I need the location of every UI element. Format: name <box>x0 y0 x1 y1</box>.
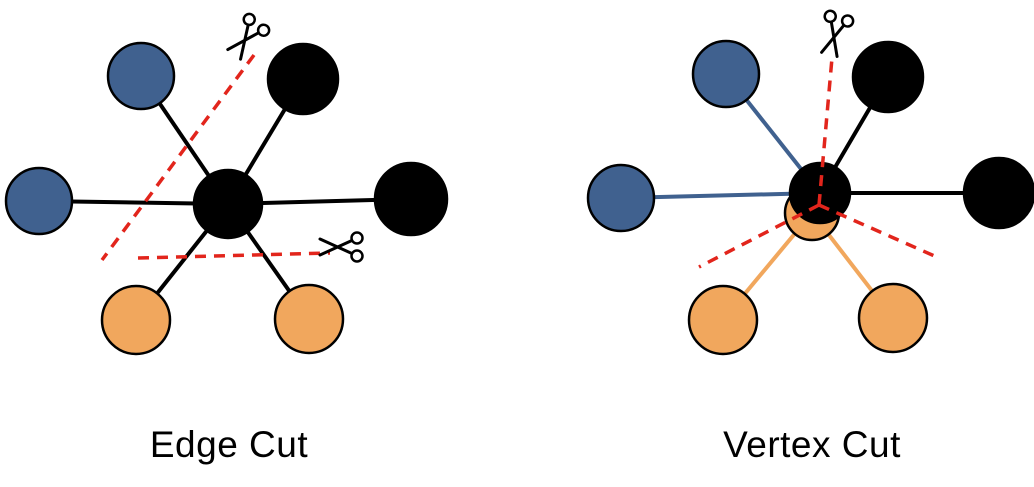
graph-node-top-right <box>851 40 925 114</box>
scissors-icon <box>318 231 364 263</box>
graph-node-bottom-left <box>100 284 172 356</box>
cut-line <box>818 203 940 260</box>
graph-node-left <box>4 166 74 236</box>
graph-node-center <box>192 168 264 240</box>
graph-node-center <box>788 161 852 225</box>
scissors-icon <box>820 9 855 58</box>
graph-node-top-left <box>691 39 761 109</box>
cut-line <box>100 53 256 262</box>
edge-cut-figure <box>4 12 449 356</box>
graph-node-top-left <box>106 41 176 111</box>
cut-line <box>817 57 834 206</box>
cut-line <box>698 203 820 269</box>
graph-node-bottom-right <box>273 283 345 355</box>
graph-node-left <box>586 163 656 233</box>
edge-cut-label: Edge Cut <box>149 424 309 465</box>
vertex-cut-label: Vertex Cut <box>723 424 901 465</box>
scissors-icon <box>226 12 271 61</box>
graph-node-bottom-right <box>857 282 929 354</box>
vertex-cut-figure <box>586 9 1034 356</box>
graph-node-top-right <box>266 42 340 116</box>
graph-node-bottom-left <box>687 284 759 356</box>
cut-line <box>137 251 331 260</box>
graph-node-right <box>373 161 449 237</box>
graph-node-right <box>962 156 1034 230</box>
